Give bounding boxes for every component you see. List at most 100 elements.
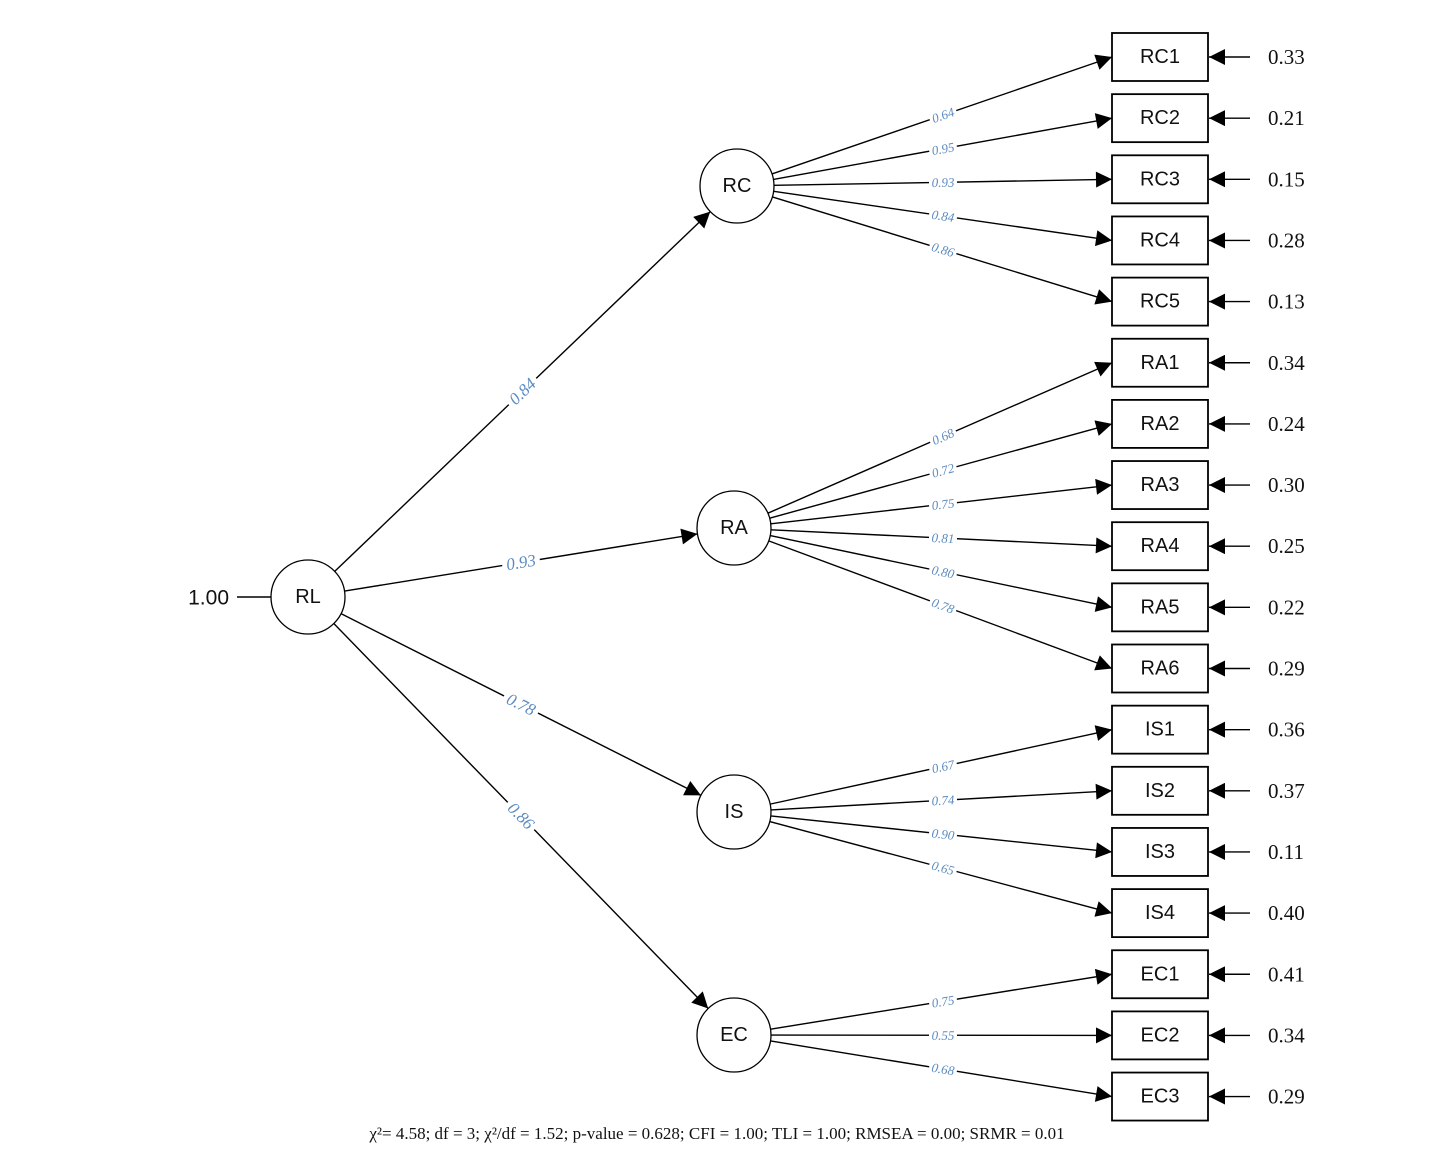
indicator-node-ra2[interactable]: RA2 <box>1111 398 1209 449</box>
indicator-node-ra3[interactable]: RA3 <box>1111 460 1209 510</box>
loading-label-is2: 0.74 <box>928 792 958 808</box>
loading-label-ec1-bg <box>928 992 958 1011</box>
indicator-box <box>1111 276 1209 327</box>
loading-label-is4-text: 0.65 <box>930 858 956 878</box>
loading-label-ec2: 0.55 <box>928 1028 958 1043</box>
loading-label-rl-ra: 0.93 <box>500 550 542 575</box>
latent-circle <box>696 774 772 850</box>
indicator-label: RC4 <box>1140 229 1180 251</box>
indicator-label: EC2 <box>1141 1024 1180 1046</box>
loading-label-ra2: 0.72 <box>927 460 959 481</box>
indicator-node-is1[interactable]: IS1 <box>1111 704 1209 755</box>
indicator-node-rc5[interactable]: RC5 <box>1111 276 1209 327</box>
loading-label-rc4-text: 0.84 <box>931 207 956 225</box>
indicator-box <box>1111 32 1209 82</box>
loading-label-rc5: 0.86 <box>927 239 959 260</box>
loading-label-ra4: 0.81 <box>928 530 958 546</box>
loading-label-ec1: 0.75 <box>928 992 958 1011</box>
indicator-label: RC1 <box>1140 46 1180 68</box>
residual-value-is4: 0.40 <box>1268 901 1305 925</box>
loading-label-rc4-bg <box>928 207 958 225</box>
indicator-node-is3[interactable]: IS3 <box>1111 827 1209 877</box>
indicator-label: IS3 <box>1145 841 1175 863</box>
indicator-box <box>1111 154 1209 205</box>
loading-label-is4-bg <box>927 858 959 878</box>
latent-node-rc[interactable]: RC <box>699 148 775 224</box>
indicator-label: RA4 <box>1141 535 1180 557</box>
loading-label-ra5: 0.80 <box>927 562 959 582</box>
loading-label-ra1-bg <box>927 425 959 449</box>
indicator-label: EC3 <box>1141 1086 1180 1108</box>
latent-node-is[interactable]: IS <box>696 774 772 850</box>
indicator-box <box>1111 521 1209 572</box>
indicator-node-ra6[interactable]: RA6 <box>1111 643 1209 694</box>
residual-value-ra2: 0.24 <box>1268 412 1305 436</box>
loading-label-ra3: 0.75 <box>928 495 958 513</box>
loading-label-rl-ec-bg <box>501 796 541 836</box>
latent-label: IS <box>725 801 744 823</box>
residual-value-rc3: 0.15 <box>1268 167 1305 191</box>
loading-label-rl-ra-bg <box>500 550 542 575</box>
indicator-node-rc3[interactable]: RC3 <box>1111 154 1209 205</box>
residual-value-rc2: 0.21 <box>1268 106 1305 130</box>
indicator-node-ec2[interactable]: EC2 <box>1111 1010 1209 1061</box>
rl-variance-label: 1.00 <box>188 587 229 610</box>
fit-indices: χ²= 4.58; df = 3; χ²/df = 1.52; p-value … <box>369 1124 1065 1143</box>
indicator-label: RA2 <box>1141 413 1180 435</box>
loading-label-is2-text: 0.74 <box>931 792 955 808</box>
indicator-box <box>1111 827 1209 877</box>
indicator-box <box>1111 337 1209 388</box>
loading-label-ra4-text: 0.81 <box>931 530 954 546</box>
loading-label-ec1-text: 0.75 <box>931 992 956 1010</box>
loading-label-is1-text: 0.67 <box>930 757 956 777</box>
indicator-label: IS2 <box>1145 780 1175 802</box>
indicator-box <box>1111 949 1209 1000</box>
latent-node-ra[interactable]: RA <box>696 490 772 566</box>
indicator-label: IS4 <box>1145 902 1175 924</box>
indicator-node-rc4[interactable]: RC4 <box>1111 215 1209 266</box>
indicator-box <box>1111 704 1209 755</box>
indicator-label: RA3 <box>1141 474 1180 496</box>
latent-label: RA <box>720 517 748 539</box>
indicator-node-ra1[interactable]: RA1 <box>1111 337 1209 388</box>
loading-label-ra6-bg <box>927 594 959 617</box>
indicator-node-ra4[interactable]: RA4 <box>1111 521 1209 572</box>
indicator-node-rc2[interactable]: RC2 <box>1111 93 1209 144</box>
residual-value-ec3: 0.29 <box>1268 1085 1305 1109</box>
indicator-node-is2[interactable]: IS2 <box>1111 765 1209 816</box>
residual-value-is3: 0.11 <box>1268 840 1304 864</box>
latent-node-ec[interactable]: EC <box>696 997 772 1073</box>
loading-label-ra5-text: 0.80 <box>930 562 956 581</box>
indicator-node-is4[interactable]: IS4 <box>1111 888 1209 938</box>
latent-label: RL <box>295 586 321 608</box>
indicator-node-ec3[interactable]: EC3 <box>1111 1071 1209 1122</box>
loading-label-ec3-bg <box>928 1060 958 1078</box>
loading-label-ec2-text: 0.55 <box>932 1028 955 1043</box>
loading-label-ec3: 0.68 <box>928 1060 958 1078</box>
residual-value-ec1: 0.41 <box>1268 962 1305 986</box>
latent-circle <box>270 559 346 635</box>
indicator-node-rc1[interactable]: RC1 <box>1111 32 1209 82</box>
residual-value-rc5: 0.13 <box>1268 290 1305 314</box>
residual-value-ra4: 0.25 <box>1268 534 1305 558</box>
loading-label-rl-is-bg <box>499 687 543 722</box>
loading-label-rl-ra-text: 0.93 <box>505 551 537 575</box>
residual-value-is2: 0.37 <box>1268 779 1305 803</box>
indicator-box <box>1111 93 1209 144</box>
loading-label-ra3-bg <box>928 496 958 513</box>
loading-label-is2-bg <box>928 793 958 808</box>
latent-node-rl[interactable]: RL <box>270 559 346 635</box>
loading-label-ra2-text: 0.72 <box>930 460 956 481</box>
indicator-box <box>1111 1010 1209 1061</box>
loading-label-rc4: 0.84 <box>928 207 958 225</box>
indicator-label: RC2 <box>1140 107 1180 129</box>
loading-label-ra3-text: 0.75 <box>931 495 956 513</box>
indicator-node-ec1[interactable]: EC1 <box>1111 949 1209 1000</box>
indicator-label: RA6 <box>1141 658 1180 680</box>
indicator-node-ra5[interactable]: RA5 <box>1111 582 1209 633</box>
loading-label-ra5-bg <box>927 562 959 582</box>
latent-circle <box>699 148 775 224</box>
residual-value-ra3: 0.30 <box>1268 473 1305 497</box>
